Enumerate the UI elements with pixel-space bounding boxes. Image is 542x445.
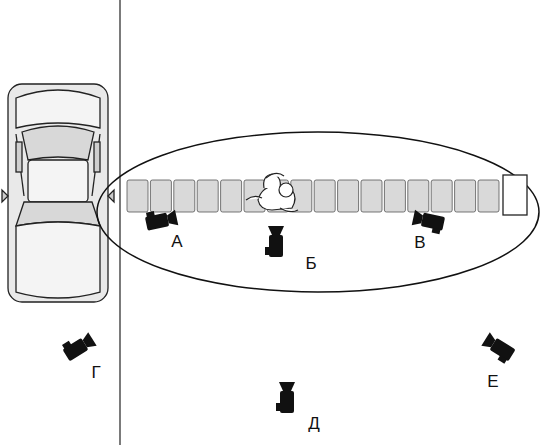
paving-path: [127, 180, 499, 212]
paving-block: [455, 180, 476, 212]
camera-label: Е: [487, 373, 498, 390]
paving-block: [127, 180, 148, 212]
zone-ellipse: [97, 132, 539, 292]
camera-label: В: [414, 234, 425, 251]
paving-block: [408, 180, 429, 212]
paving-block: [361, 180, 382, 212]
camera-d: [276, 382, 295, 413]
camera-b: [265, 226, 284, 257]
camera-v: [411, 210, 445, 235]
camera-label: А: [171, 233, 182, 250]
camera-e: [480, 332, 516, 365]
paving-block: [314, 180, 335, 212]
paving-block: [384, 180, 405, 212]
paving-block: [431, 180, 452, 212]
lying-person: [246, 173, 298, 211]
curb-line: [119, 0, 120, 445]
car: [2, 84, 114, 302]
path-end-box: [503, 175, 527, 215]
paving-block: [150, 180, 171, 212]
camera-label: Г: [91, 364, 100, 381]
camera-label: Д: [308, 415, 320, 432]
camera-a: [144, 207, 178, 232]
paving-block: [174, 180, 195, 212]
paving-block: [478, 180, 499, 212]
camera-label: Б: [305, 255, 316, 272]
paving-block: [338, 180, 359, 212]
paving-block: [197, 180, 218, 212]
camera-g: [60, 330, 96, 363]
paving-block: [221, 180, 242, 212]
